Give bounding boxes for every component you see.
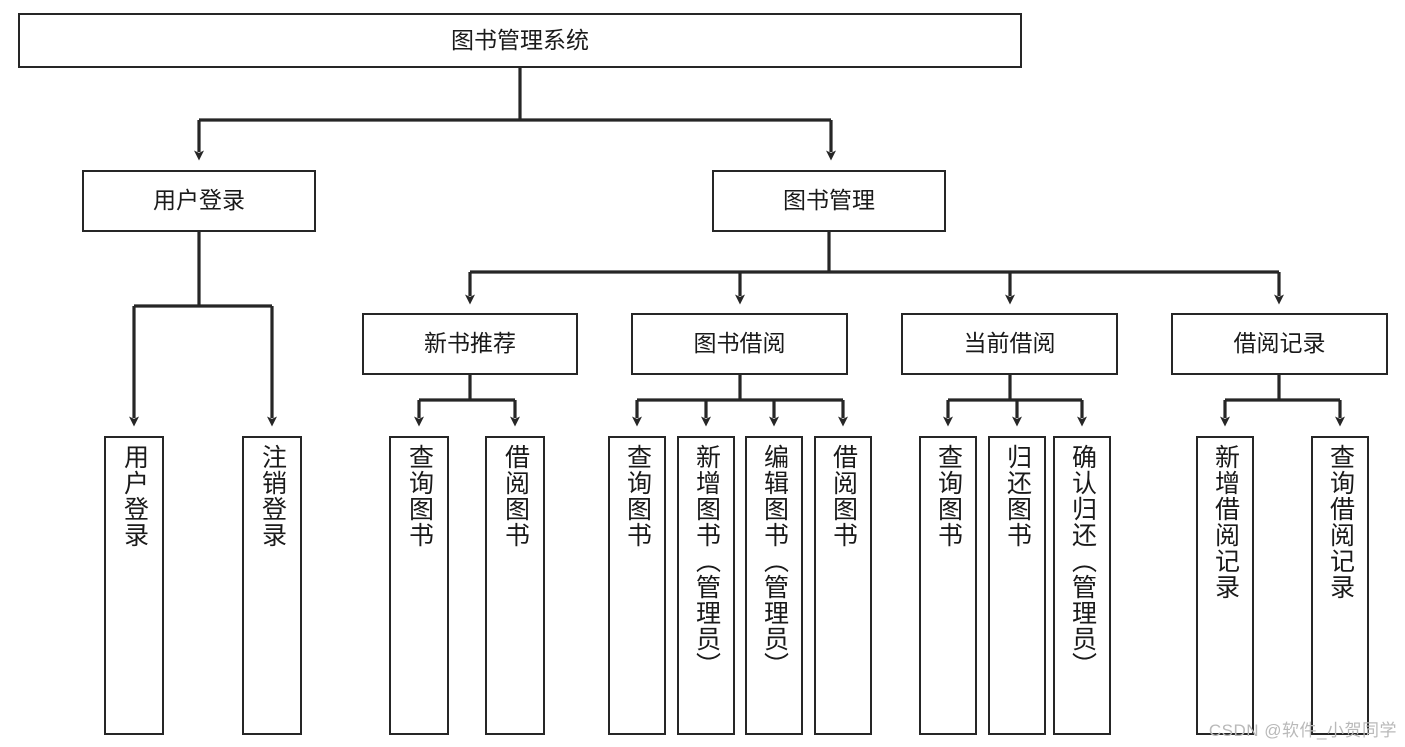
leaf-return-books[interactable]: 归还图书	[988, 436, 1046, 735]
node-book-management[interactable]: 图书管理	[712, 170, 946, 232]
node-label: 查询图书	[623, 444, 652, 548]
node-label: 图书管理	[783, 187, 875, 214]
node-book-borrowing[interactable]: 图书借阅	[631, 313, 848, 375]
node-label: 归还图书	[1003, 444, 1032, 548]
node-label: 图书管理系统	[451, 26, 589, 53]
node-label: 新增借阅记录	[1211, 444, 1240, 600]
node-label: 新增图书（管理员）	[692, 444, 721, 678]
node-borrowing-record[interactable]: 借阅记录	[1171, 313, 1388, 375]
node-current-borrowing[interactable]: 当前借阅	[901, 313, 1118, 375]
node-label: 新书推荐	[424, 330, 516, 357]
node-label: 用户登录	[153, 187, 245, 214]
leaf-borrow-books-rec[interactable]: 借阅图书	[485, 436, 545, 735]
node-label: 借阅图书	[829, 444, 858, 548]
node-label: 查询图书	[934, 444, 963, 548]
leaf-query-borrow-record[interactable]: 查询借阅记录	[1311, 436, 1369, 735]
node-user-login[interactable]: 用户登录	[82, 170, 316, 232]
node-label: 用户登录	[120, 444, 149, 548]
leaf-add-book-admin[interactable]: 新增图书（管理员）	[677, 436, 735, 735]
node-new-book-recommendation[interactable]: 新书推荐	[362, 313, 578, 375]
leaf-confirm-return-admin[interactable]: 确认归还（管理员）	[1053, 436, 1111, 735]
node-label: 图书借阅	[693, 330, 786, 357]
leaf-logout[interactable]: 注销登录	[242, 436, 302, 735]
node-label: 查询图书	[405, 444, 434, 548]
node-label: 编辑图书（管理员）	[760, 444, 789, 678]
node-label: 借阅图书	[501, 444, 530, 548]
node-label: 注销登录	[258, 444, 287, 548]
node-label: 借阅记录	[1233, 330, 1326, 357]
node-label: 查询借阅记录	[1326, 444, 1355, 600]
leaf-query-books-current[interactable]: 查询图书	[919, 436, 977, 735]
watermark: CSDN @软件_小贺同学	[1208, 721, 1397, 740]
node-root-book-management-system[interactable]: 图书管理系统	[18, 13, 1022, 68]
leaf-user-login[interactable]: 用户登录	[104, 436, 164, 735]
node-label: 当前借阅	[963, 330, 1056, 357]
leaf-add-borrow-record[interactable]: 新增借阅记录	[1196, 436, 1254, 735]
leaf-edit-book-admin[interactable]: 编辑图书（管理员）	[745, 436, 803, 735]
leaf-borrow-books-borrow[interactable]: 借阅图书	[814, 436, 872, 735]
leaf-query-books-borrow[interactable]: 查询图书	[608, 436, 666, 735]
leaf-query-books-rec[interactable]: 查询图书	[389, 436, 449, 735]
node-label: 确认归还（管理员）	[1068, 444, 1097, 678]
